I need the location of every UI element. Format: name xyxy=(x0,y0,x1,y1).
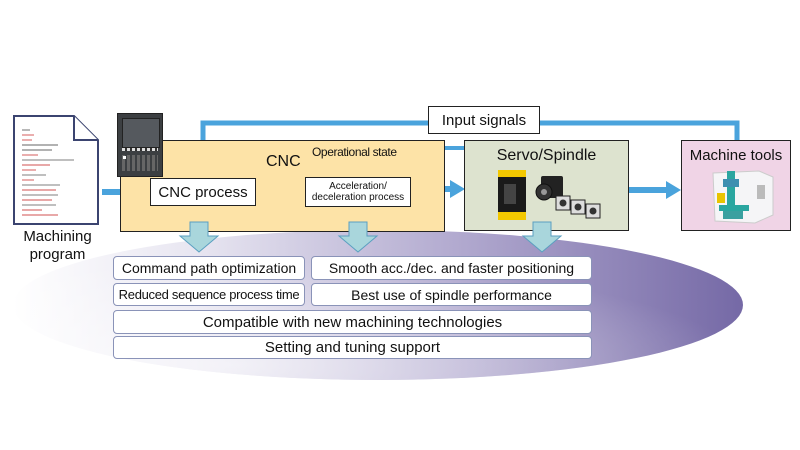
benefit-reduced-sequence: Reduced sequence process time xyxy=(113,283,305,306)
benefit-command-path: Command path optimization xyxy=(113,256,305,280)
benefit-setting-tuning: Setting and tuning support xyxy=(113,336,592,359)
cnc-control-panel-icon xyxy=(117,113,163,177)
machining-program-label: Machining program xyxy=(10,228,105,264)
document-icon xyxy=(13,115,99,225)
accel-line2: deceleration process xyxy=(311,192,405,203)
benefit-smooth-accdec: Smooth acc./dec. and faster positioning xyxy=(311,256,592,280)
input-signals-box: Input signals xyxy=(428,106,540,134)
servo-to-machine-arrowhead xyxy=(666,181,681,199)
machine-tool-icon xyxy=(705,167,775,225)
cnc-process-box: CNC process xyxy=(150,178,256,206)
machining-program-line2: program xyxy=(29,246,86,263)
servo-spindle-title: Servo/Spindle xyxy=(496,147,597,164)
machine-tools-title: Machine tools xyxy=(689,147,783,164)
cnc-process-label: CNC process xyxy=(158,183,248,201)
input-signals-label: Input signals xyxy=(441,111,527,129)
benefit-spindle-performance: Best use of spindle performance xyxy=(311,283,592,306)
machining-program-line1: Machining xyxy=(23,228,92,245)
machining-program-document xyxy=(12,114,100,226)
servo-motor-icon xyxy=(496,168,606,223)
accel-to-servo-arrowhead xyxy=(450,180,465,198)
benefit-new-technologies: Compatible with new machining technologi… xyxy=(113,310,592,334)
accel-down-arrow xyxy=(337,221,379,253)
cnc-title: CNC xyxy=(266,153,301,170)
operational-state-label: Operational state xyxy=(312,145,397,159)
accel-decel-process-box: Acceleration/ deceleration process xyxy=(305,177,411,207)
accel-line1: Acceleration/ xyxy=(329,181,387,192)
cnc-down-arrow xyxy=(178,221,220,253)
servo-down-arrow xyxy=(521,221,563,253)
